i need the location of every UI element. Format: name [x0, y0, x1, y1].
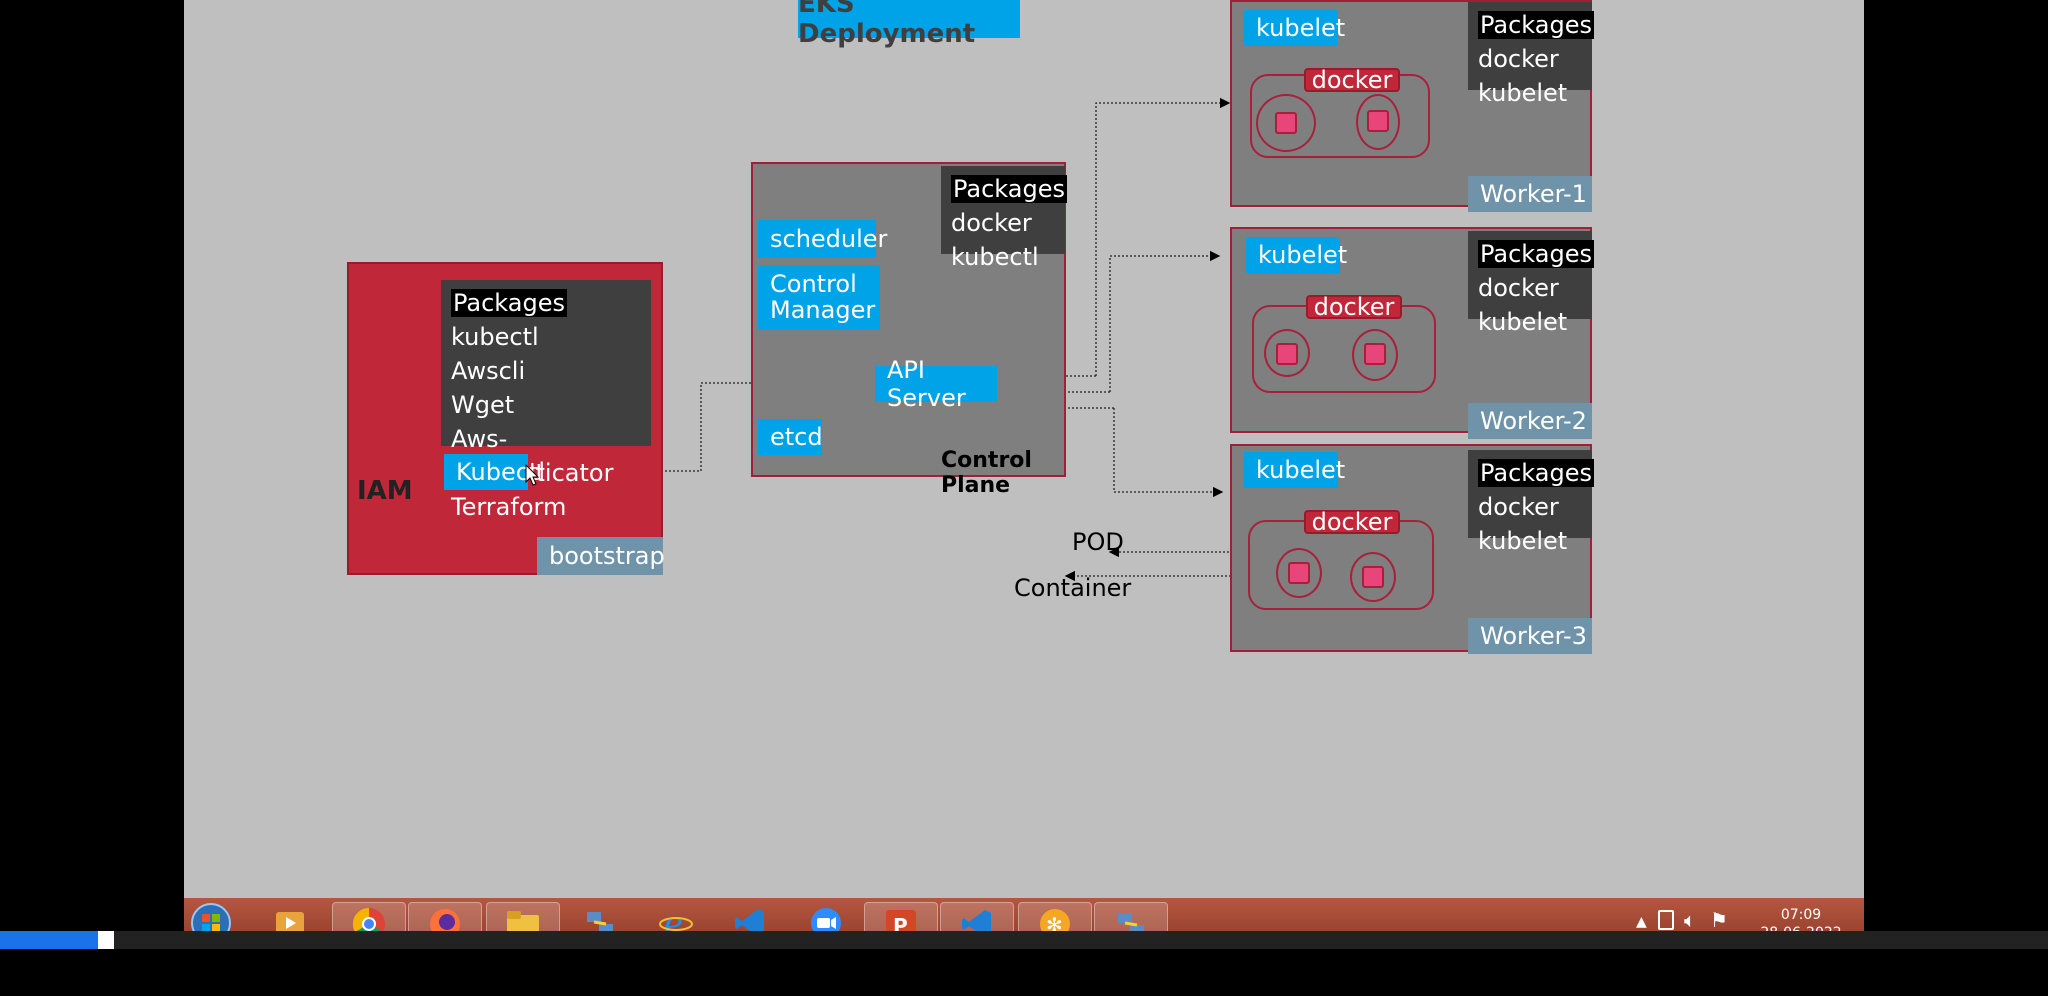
worker-packages-header: Packages	[1478, 240, 1594, 268]
media-player-icon[interactable]	[254, 902, 326, 944]
worker-packages-header: Packages	[1478, 11, 1594, 39]
worker-box: kubelet Packages docker kubelet docker W…	[1230, 227, 1594, 439]
pod-label: POD	[1072, 528, 1124, 556]
package-item: Terraform	[451, 493, 567, 521]
control-manager-node: Control Manager	[758, 265, 880, 329]
control-plane-packages-header: Packages	[951, 175, 1067, 203]
pod	[1350, 552, 1396, 602]
package-item: kubectl	[451, 323, 539, 351]
package-item: kubelet	[1478, 79, 1568, 107]
worker-name-label: Worker-1	[1468, 176, 1592, 212]
kubelet-node: kubelet	[1244, 452, 1345, 488]
container	[1364, 343, 1386, 365]
iam-packages-panel: Packages kubectl Awscli Wget Aws-authent…	[441, 280, 651, 521]
bootstrap-label: bootstrap	[537, 537, 665, 575]
kubelet-node: kubelet	[1246, 237, 1347, 273]
pod	[1352, 329, 1398, 381]
container	[1275, 112, 1297, 134]
package-item: docker	[1478, 274, 1559, 302]
package-item: docker	[1478, 45, 1559, 73]
worker-box: kubelet Packages docker kubelet docker W…	[1230, 444, 1594, 654]
kubelet-node: kubelet	[1244, 10, 1345, 46]
show-hidden-icons-icon[interactable]: ▲	[1636, 914, 1647, 930]
slide-canvas: EKS Deployment	[184, 0, 1864, 898]
docker-label: docker	[1304, 66, 1400, 94]
worker-packages-panel: Packages docker kubelet	[1468, 231, 1594, 336]
iam-box: Packages kubectl Awscli Wget Aws-authent…	[347, 262, 665, 575]
vscode-icon[interactable]	[714, 902, 786, 944]
worker-name-label: Worker-2	[1468, 403, 1592, 439]
pod	[1264, 329, 1310, 377]
iam-packages-header: Packages	[451, 289, 567, 317]
pod	[1276, 548, 1322, 598]
api-server-node: API Server	[875, 356, 997, 412]
docker-label: docker	[1306, 293, 1402, 321]
clock-time: 07:09	[1780, 907, 1822, 923]
worker-packages-panel: Packages docker kubelet	[1468, 2, 1594, 107]
kubectl-button[interactable]: Kubectl	[444, 454, 545, 490]
pod	[1256, 94, 1316, 152]
container	[1276, 343, 1298, 365]
container	[1362, 566, 1384, 588]
package-item: kubelet	[1478, 527, 1568, 555]
container	[1288, 562, 1310, 584]
mouse-cursor-icon	[525, 464, 539, 486]
video-progress-handle[interactable]	[98, 931, 114, 949]
package-item: kubelet	[1478, 308, 1568, 336]
package-item: docker	[1478, 493, 1559, 521]
worker-box: kubelet Packages docker kubelet docker W…	[1230, 0, 1594, 212]
device-tray-icon[interactable]	[1658, 910, 1674, 930]
control-plane-box: Packages docker kubectl scheduler Contro…	[751, 162, 1067, 498]
pod	[1356, 94, 1400, 150]
package-item: kubectl	[951, 243, 1039, 271]
worker-packages-panel: Packages docker kubelet	[1468, 450, 1594, 555]
worker-packages-header: Packages	[1478, 459, 1594, 487]
package-item: docker	[951, 209, 1032, 237]
zoom-icon[interactable]	[790, 902, 862, 944]
network-tool-icon[interactable]	[564, 902, 636, 944]
control-plane-packages-panel: Packages docker kubectl	[941, 166, 1067, 271]
iam-label: IAM	[357, 476, 413, 506]
package-item: Awscli	[451, 357, 526, 385]
scheduler-node: scheduler	[758, 220, 887, 258]
container	[1367, 110, 1389, 132]
docker-label: docker	[1304, 508, 1400, 536]
control-plane-label: Control Plane	[941, 448, 1032, 498]
video-progress-fill	[0, 931, 98, 949]
action-center-flag-icon[interactable]: ⚑	[1710, 908, 1728, 932]
volume-icon[interactable]: 🔈︎	[1684, 908, 1696, 932]
worker-name-label: Worker-3	[1468, 618, 1592, 654]
container-label: Container	[1014, 574, 1132, 602]
video-progress-track[interactable]	[0, 931, 2048, 949]
etcd-node: etcd	[758, 419, 823, 455]
package-item: Wget	[451, 391, 515, 419]
